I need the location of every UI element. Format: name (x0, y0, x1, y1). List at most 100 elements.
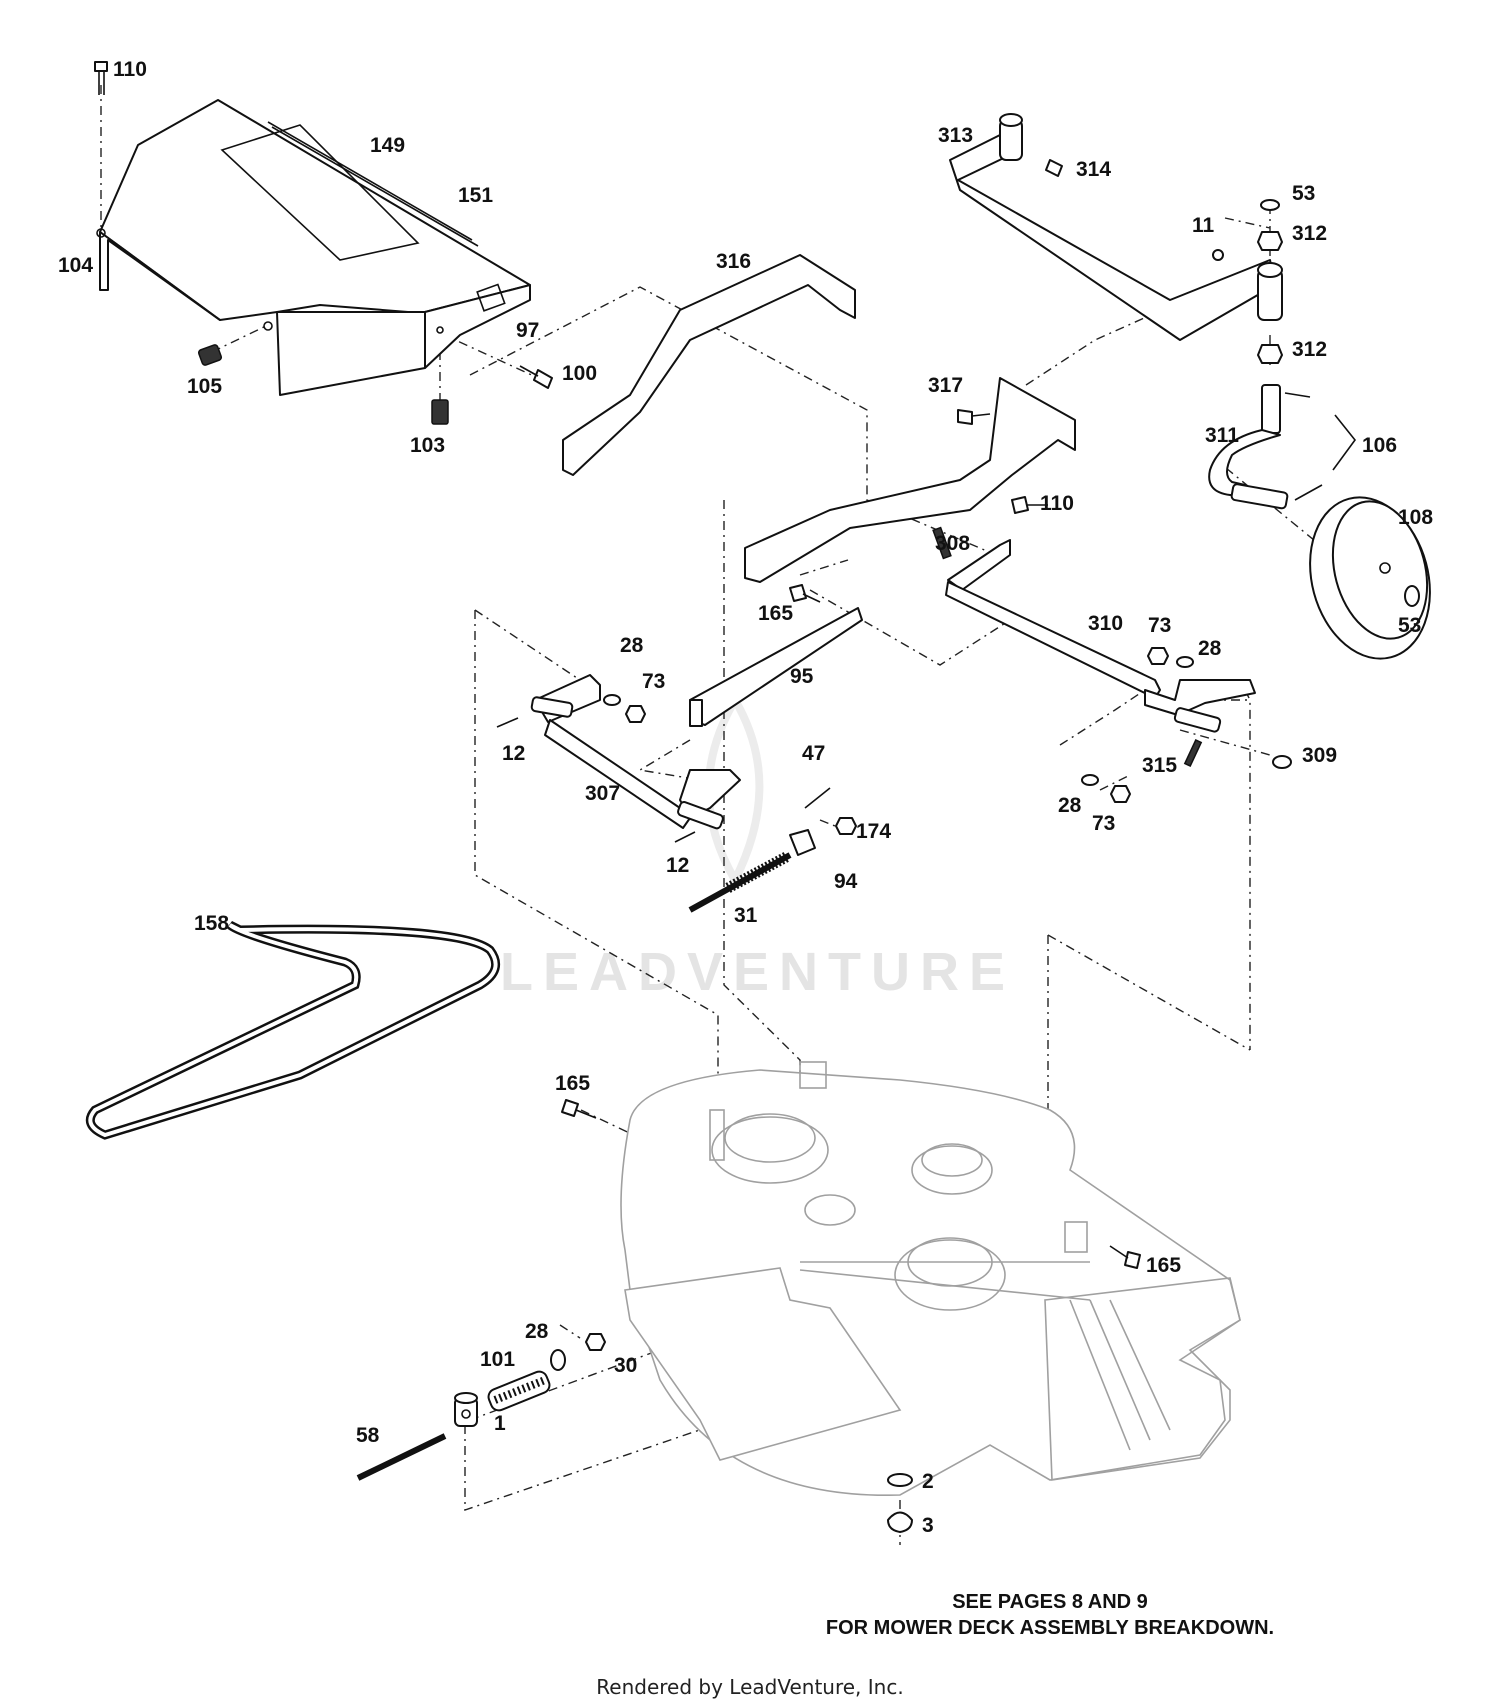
label-108: 108 (1398, 506, 1433, 529)
mower-deck (620, 1061, 1241, 1496)
label-316: 316 (716, 250, 751, 273)
washer-2 (887, 1473, 913, 1487)
spring-101 (487, 1370, 551, 1412)
label-12-bottom: 12 (666, 854, 689, 877)
label-105: 105 (187, 375, 222, 398)
trunnion-94 (789, 829, 816, 856)
nut-73-lower (1110, 785, 1131, 803)
clip-3 (887, 1511, 913, 1533)
label-311: 311 (1205, 424, 1239, 447)
clip-103 (431, 399, 449, 425)
label-103: 103 (410, 434, 445, 457)
label-97: 97 (516, 319, 539, 342)
bushing-312-bottom (1257, 344, 1283, 364)
bracket-317 (744, 377, 1076, 583)
part-labels: 110 149 151 104 97 105 100 103 316 313 3… (58, 58, 1433, 1537)
watermark: LEADVENTURE (500, 692, 1015, 1002)
label-101: 101 (480, 1348, 515, 1371)
watermark-text: LEADVENTURE (500, 942, 1015, 1002)
label-28-left: 28 (620, 634, 644, 657)
bushing-312-top (1257, 231, 1283, 251)
cover-assembly (96, 99, 531, 396)
bolt-317 (957, 409, 991, 425)
label-11: 11 (1192, 214, 1215, 237)
label-53-wheel: 53 (1398, 614, 1421, 637)
label-310: 310 (1088, 612, 1123, 635)
screw-314 (1045, 159, 1063, 177)
label-158: 158 (194, 912, 229, 935)
label-28-spring: 28 (525, 1320, 549, 1343)
label-30: 30 (614, 1354, 637, 1377)
spindle-311 (1208, 384, 1289, 510)
washer-28-spring (550, 1349, 566, 1371)
rod-31 (688, 851, 792, 913)
frame-313 (949, 113, 1283, 341)
pin-12-top (496, 717, 519, 728)
label-309: 309 (1302, 744, 1337, 767)
pin-308 (932, 526, 952, 560)
label-110-mid: 110 (1040, 492, 1074, 515)
clip-105 (197, 344, 223, 366)
pin-315 (1183, 738, 1203, 768)
screw-100 (519, 365, 553, 389)
washer-28-right (1176, 656, 1194, 668)
label-73-right: 73 (1148, 614, 1171, 637)
label-31: 31 (734, 904, 758, 927)
note-line-2: FOR MOWER DECK ASSEMBLY BREAKDOWN. (826, 1617, 1274, 1639)
washer-28-lower (1081, 774, 1099, 786)
nut-73-right (1147, 647, 1169, 665)
label-104: 104 (58, 254, 93, 277)
bolt-165-deck-left (561, 1099, 597, 1119)
pin-12-bottom (674, 831, 696, 843)
label-307: 307 (585, 782, 620, 805)
label-312-top: 312 (1292, 222, 1327, 245)
label-53-top: 53 (1292, 182, 1315, 205)
pin-47 (804, 787, 831, 809)
wheel-108 (1309, 496, 1431, 660)
shaft-307 (530, 674, 741, 830)
nut-174 (835, 817, 857, 835)
washer-309 (1272, 755, 1292, 769)
label-28-right: 28 (1198, 637, 1222, 660)
label-73-left: 73 (642, 670, 665, 693)
screw-11 (1212, 249, 1224, 261)
label-151: 151 (458, 184, 493, 207)
label-2: 2 (922, 1470, 934, 1493)
label-165-upper: 165 (758, 602, 793, 625)
belt-158 (85, 920, 501, 1140)
label-315: 315 (1142, 754, 1177, 777)
assembly-note: SEE PAGES 8 AND 9 FOR MOWER DECK ASSEMBL… (826, 1591, 1274, 1639)
bracket-316 (562, 254, 856, 476)
label-313: 313 (938, 124, 973, 147)
label-3: 3 (922, 1514, 934, 1537)
footer-credit: Rendered by LeadVenture, Inc. (596, 1675, 903, 1699)
bolt-165-upper (789, 584, 821, 603)
label-95: 95 (790, 665, 814, 688)
label-165-deck-right: 165 (1146, 1254, 1181, 1277)
label-58: 58 (356, 1424, 380, 1447)
link-95 (689, 607, 863, 727)
label-165-deck-left: 165 (555, 1072, 590, 1095)
label-12-top: 12 (502, 742, 525, 765)
washer-53-top (1260, 199, 1280, 211)
label-312-bottom: 312 (1292, 338, 1327, 361)
label-1: 1 (494, 1412, 506, 1435)
note-line-1: SEE PAGES 8 AND 9 (952, 1591, 1148, 1613)
pin-106-top (1284, 392, 1311, 398)
label-308: 308 (935, 532, 970, 555)
bolt-110-top (94, 61, 108, 95)
bolt-110-mid (1011, 496, 1048, 514)
leader-106 (1332, 414, 1357, 471)
washer-53-wheel (1404, 585, 1420, 607)
label-94: 94 (834, 870, 858, 893)
label-110-top: 110 (113, 58, 147, 81)
label-106: 106 (1362, 434, 1397, 457)
label-174: 174 (856, 820, 891, 843)
label-149: 149 (370, 134, 405, 157)
rod-58 (356, 1433, 447, 1481)
shaft-310 (945, 539, 1256, 733)
label-317: 317 (928, 374, 963, 397)
label-314: 314 (1076, 158, 1111, 181)
trunnion-1 (454, 1392, 478, 1427)
